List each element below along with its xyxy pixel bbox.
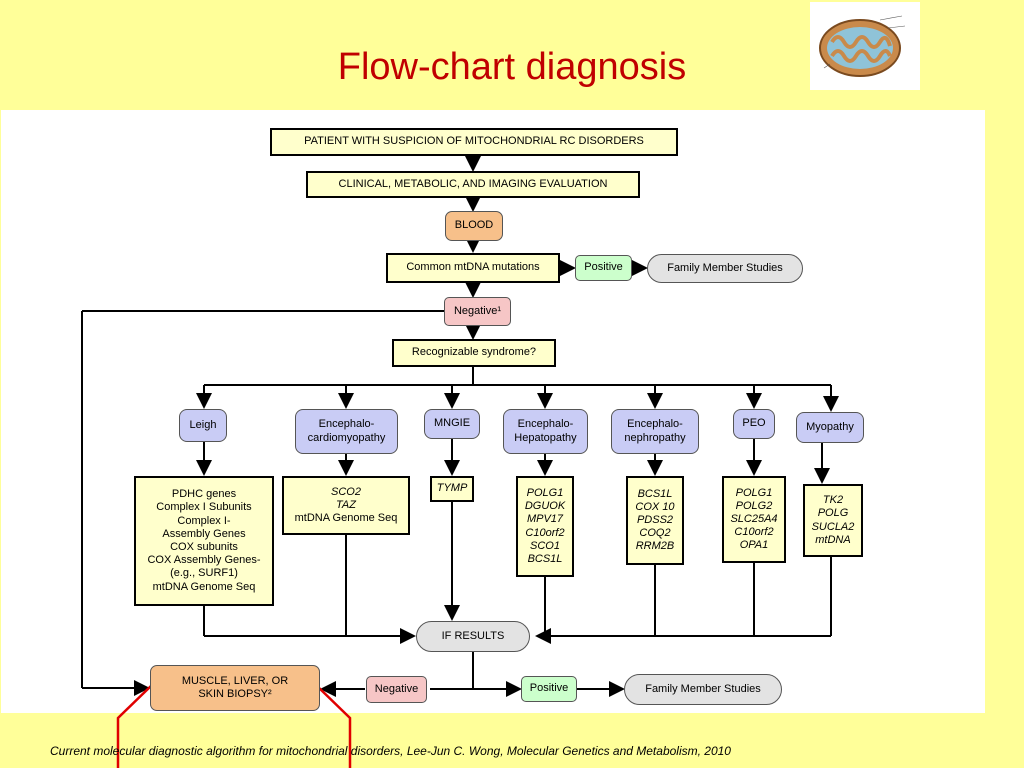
gene-label: C10orf2 (734, 526, 774, 539)
syndrome-leigh: Leigh (179, 409, 227, 442)
family-studies-oval-1: Family Member Studies (647, 254, 803, 283)
syndrome-myopathy: Myopathy (796, 412, 864, 443)
biopsy-line-2: SKIN BIOPSY² (198, 688, 272, 700)
if-results-oval: IF RESULTS (416, 621, 530, 652)
blood-box: BLOOD (445, 211, 503, 241)
gene-label: SUCLA2 (811, 520, 855, 533)
gene-label: TYMP (436, 482, 468, 495)
gene-label: POLG1 (526, 486, 564, 499)
gene-label: RRM2B (635, 540, 675, 553)
gene-label: BCS1L (527, 552, 563, 565)
mitochondrion-image (810, 2, 920, 90)
mngie-genes-box: TYMP (430, 476, 474, 502)
biopsy-line-1: MUSCLE, LIVER, OR (181, 674, 289, 687)
gene-label: PDSS2 (636, 513, 674, 526)
gene-label: mtDNA Genome Seq (294, 512, 398, 525)
gene-label: SLC25A4 (730, 512, 778, 525)
gene-label: mtDNA (815, 533, 851, 546)
gene-label: POLG (817, 507, 849, 520)
gene-label: (e.g., SURF1) (170, 567, 238, 580)
myopathy-genes-box: TK2 POLG SUCLA2 mtDNA (803, 484, 863, 557)
syndrome-peo: PEO (733, 409, 775, 439)
gene-label: SCO2 (331, 485, 361, 498)
negative-box-1: Negative¹ (444, 297, 511, 326)
syndrome-encephalo-nephropathy: Encephalo-nephropathy (611, 409, 699, 454)
mitochondrion-icon (819, 15, 906, 77)
flowchart-panel (1, 110, 985, 713)
patient-suspicion-box: PATIENT WITH SUSPICION OF MITOCHONDRIAL … (270, 128, 678, 156)
gene-label: Complex I- (177, 514, 231, 527)
nephropathy-genes-box: BCS1L COX 10 PDSS2 COQ2 RRM2B (626, 476, 684, 565)
biopsy-box: MUSCLE, LIVER, OR SKIN BIOPSY² (150, 665, 320, 711)
positive-box-1: Positive (575, 255, 632, 281)
negative-box-2: Negative (366, 676, 427, 703)
gene-label: Complex I Subunits (156, 501, 252, 514)
gene-label: MPV17 (526, 513, 564, 526)
gene-label: mtDNA Genome Seq (152, 580, 256, 593)
clinical-evaluation-box: CLINICAL, METABOLIC, AND IMAGING EVALUAT… (306, 171, 640, 198)
hepatopathy-genes-box: POLG1 DGUOK MPV17 C10orf2 SCO1 BCS1L (516, 476, 574, 577)
gene-label: POLG1 (735, 486, 773, 499)
gene-label: DGUOK (524, 500, 566, 513)
syndrome-encephalo-hepatopathy: Encephalo-Hepatopathy (503, 409, 588, 454)
gene-label: COX 10 (635, 500, 675, 513)
syndrome-encephalo-cardiomyopathy: Encephalo-cardiomyopathy (295, 409, 398, 454)
slide-title: Flow-chart diagnosis (337, 46, 687, 88)
gene-label: TAZ (336, 498, 356, 511)
gene-label: Assembly Genes (162, 527, 246, 540)
cardiomyopathy-genes-box: SCO2 TAZ mtDNA Genome Seq (282, 476, 410, 535)
gene-label: TK2 (822, 494, 844, 507)
syndrome-mngie: MNGIE (424, 409, 480, 439)
gene-label: COX subunits (170, 541, 238, 553)
gene-label: OPA1 (739, 539, 769, 552)
gene-label: BCS1L (637, 487, 673, 500)
gene-label: C10orf2 (525, 526, 565, 539)
family-studies-oval-2: Family Member Studies (624, 674, 782, 705)
recognizable-syndrome-box: Recognizable syndrome? (392, 339, 556, 367)
gene-label: SCO1 (530, 539, 560, 552)
gene-label: COQ2 (639, 527, 671, 540)
positive-box-2: Positive (521, 676, 577, 702)
gene-label: PDHC genes (171, 488, 237, 501)
gene-label: COX Assembly Genes- (147, 554, 261, 567)
gene-label: POLG2 (735, 499, 773, 512)
peo-genes-box: POLG1 POLG2 SLC25A4 C10orf2 OPA1 (722, 476, 786, 563)
common-mtdna-box: Common mtDNA mutations (386, 253, 560, 283)
leigh-genes-box: PDHC genes Complex I Subunits Complex I-… (134, 476, 274, 606)
citation-footer: Current molecular diagnostic algorithm f… (50, 744, 731, 758)
